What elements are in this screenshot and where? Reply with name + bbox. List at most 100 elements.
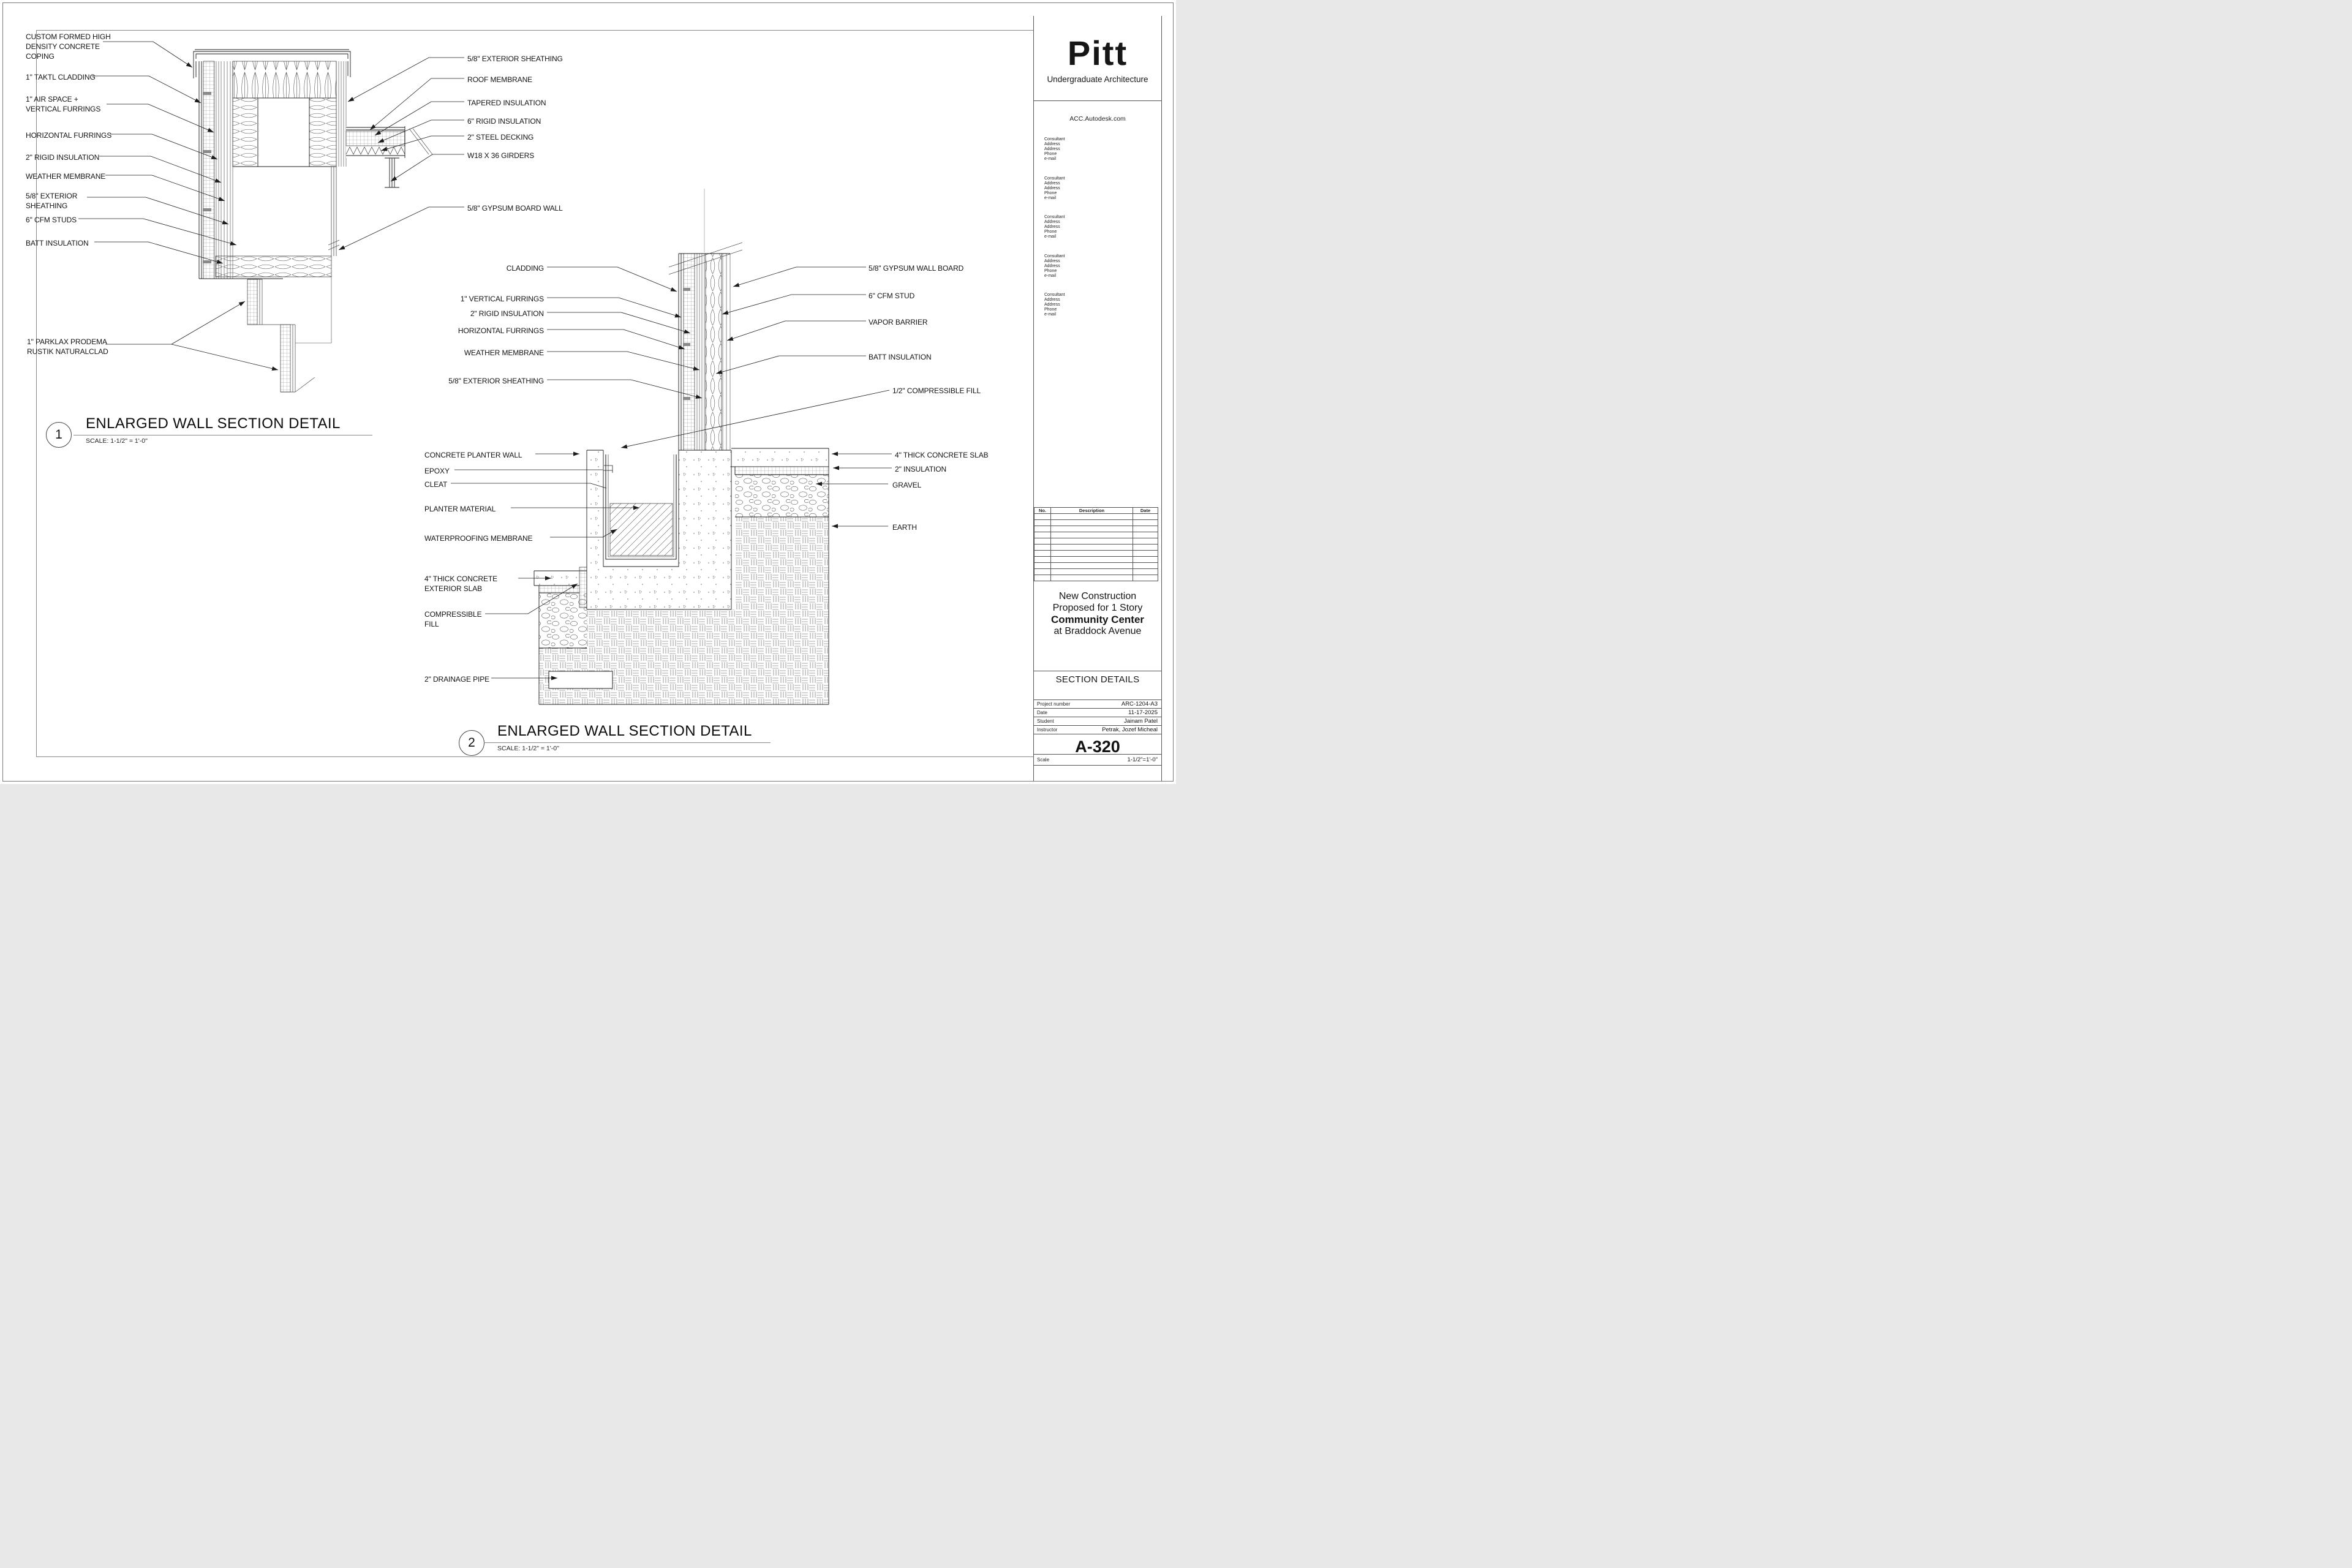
annotation-vert-furrings: 1" VERTICAL FURRINGS: [460, 295, 544, 303]
annotation-cleat: CLEAT: [424, 480, 448, 489]
annotation-planter-material: PLANTER MATERIAL: [424, 505, 496, 513]
detail-2-scale: SCALE: 1-1/2" = 1'-0": [497, 745, 559, 752]
revision-col-no: No.: [1034, 507, 1051, 514]
annotation-steel-decking: 2" STEEL DECKING: [467, 133, 534, 141]
field-date: Date 11-17-2025: [1034, 708, 1161, 717]
revision-col-desc: Description: [1050, 507, 1133, 514]
annotation-rigid-insul-6: 6" RIGID INSULATION: [467, 117, 541, 126]
revision-row-empty: [1034, 556, 1158, 563]
annotation-coping: CUSTOM FORMED HIGH DENSITY CONCRETE COPI…: [26, 32, 111, 61]
annotation-gypsum-board-2: 5/8" GYPSUM WALL BOARD: [869, 264, 964, 273]
revision-row-empty: [1034, 532, 1158, 538]
field-value: ARC-1204-A3: [1121, 701, 1158, 707]
consultant-block: Consultant Address Address Phone e-mail: [1044, 215, 1065, 239]
annotation-roof-sheathing: 5/8" EXTERIOR SHEATHING: [467, 55, 563, 63]
annotation-concrete-slab: 4" THICK CONCRETE SLAB: [895, 451, 989, 459]
sheet-title: SECTION DETAILS: [1055, 674, 1140, 685]
revision-table: No. Description Date: [1034, 507, 1158, 581]
annotation-rigid-insul-2: 2" RIGID INSULATION: [470, 309, 544, 318]
annotation-epoxy: EPOXY: [424, 467, 450, 475]
annotation-gravel: GRAVEL: [892, 481, 922, 489]
field-label: Project number: [1037, 701, 1071, 707]
annotation-insulation-2: 2" INSULATION: [895, 465, 947, 473]
field-value: Petrak, Jozef Micheal: [1102, 726, 1158, 733]
detail-1-title: ENLARGED WALL SECTION DETAIL: [86, 415, 341, 432]
revision-row-empty: [1034, 575, 1158, 581]
consultant-block: Consultant Address Address Phone e-mail: [1044, 293, 1065, 317]
drawing-area-border: [36, 30, 1035, 757]
field-label: Date: [1037, 710, 1047, 715]
annotation-horiz-furrings-2: HORIZONTAL FURRINGS: [458, 326, 544, 335]
annotation-parklax: 1" PARKLAX PRODEMA RUSTIK NATURALCLAD: [27, 337, 108, 356]
revision-row-empty: [1034, 544, 1158, 551]
annotation-rigid-insulation: 2" RIGID INSULATION: [26, 153, 100, 162]
annotation-half-comp-fill: 1/2" COMPRESSIBLE FILL: [892, 386, 981, 395]
firm-website: ACC.Autodesk.com: [1069, 115, 1126, 123]
project-title-line: New Construction: [1058, 591, 1137, 601]
sheet-number: A-320: [1075, 737, 1120, 756]
field-value: 1-1/2"=1'-0": [1127, 756, 1158, 763]
project-title-line: Proposed for 1 Story: [1052, 603, 1143, 613]
revision-row-empty: [1034, 568, 1158, 575]
revision-row-empty: [1034, 550, 1158, 557]
annotation-weather-membrane-2: WEATHER MEMBRANE: [464, 349, 544, 357]
annotation-weather-membrane: WEATHER MEMBRANE: [26, 172, 106, 181]
annotation-gypsum-wall: 5/8" GYPSUM BOARD WALL: [467, 204, 563, 213]
field-value: Jainam Patel: [1124, 718, 1158, 725]
project-title: New Construction Proposed for 1 Story Co…: [1034, 590, 1161, 637]
titleblock-divider: [1034, 699, 1161, 700]
field-label: Instructor: [1037, 727, 1058, 733]
titleblock-divider: [1034, 754, 1161, 755]
annotation-exterior-slab: 4" THICK CONCRETE EXTERIOR SLAB: [424, 575, 498, 593]
field-student: Student Jainam Patel: [1034, 717, 1161, 725]
field-instructor: Instructor Petrak, Jozef Micheal: [1034, 725, 1161, 734]
field-value: 11-17-2025: [1128, 709, 1158, 716]
detail-1-scale: SCALE: 1-1/2" = 1'-0": [86, 437, 148, 445]
detail-number-bubble: 1: [46, 422, 72, 448]
annotation-cfm-stud-2: 6" CFM STUD: [869, 292, 915, 300]
title-block: Pitt Undergraduate Architecture ACC.Auto…: [1033, 16, 1162, 781]
annotation-compressible-fill: COMPRESSIBLE FILL: [424, 610, 482, 628]
consultant-block: Consultant Address Address Phone e-mail: [1044, 176, 1065, 200]
revision-row-empty: [1034, 513, 1158, 520]
annotation-drainage-pipe: 2" DRAINAGE PIPE: [424, 675, 490, 684]
detail-number-bubble: 2: [459, 730, 484, 756]
annotation-ext-sheathing: 5/8" EXTERIOR SHEATHING: [26, 192, 78, 210]
project-title-line: at Braddock Avenue: [1054, 626, 1142, 636]
field-scale: Scale 1-1/2"=1'-0": [1034, 754, 1161, 765]
annotation-vapor-barrier: VAPOR BARRIER: [869, 318, 928, 326]
titleblock-divider: [1034, 100, 1161, 101]
annotation-waterproofing: WATERPROOFING MEMBRANE: [424, 534, 533, 543]
annotation-horiz-furrings: HORIZONTAL FURRINGS: [26, 131, 112, 140]
firm-subtitle: Undergraduate Architecture: [1047, 75, 1148, 84]
annotation-ext-sheathing-2: 5/8" EXTERIOR SHEATHING: [448, 377, 544, 385]
sheet-border: [2, 2, 1174, 782]
titleblock-divider: [1034, 765, 1161, 766]
annotation-planter-wall: CONCRETE PLANTER WALL: [424, 451, 522, 459]
detail-number: 1: [55, 428, 62, 442]
titleblock-divider: [1034, 725, 1161, 726]
drawing-sheet: CUSTOM FORMED HIGH DENSITY CONCRETE COPI…: [0, 0, 1176, 784]
detail-number: 2: [468, 736, 475, 750]
annotation-batt-insulation: BATT INSULATION: [26, 239, 89, 247]
annotation-batt-insulation-2: BATT INSULATION: [869, 353, 932, 361]
annotation-earth: EARTH: [892, 523, 917, 532]
annotation-cladding: CLADDING: [506, 264, 544, 273]
annotation-taktl-cladding: 1" TAKTL CLADDING: [26, 73, 96, 81]
titleblock-divider: [1034, 708, 1161, 709]
revision-row-empty: [1034, 538, 1158, 545]
annotation-girders: W18 X 36 GIRDERS: [467, 151, 535, 160]
field-label: Scale: [1037, 757, 1050, 763]
revision-row-empty: [1034, 562, 1158, 569]
detail-2-title-rule: [484, 742, 771, 743]
revision-row-empty: [1034, 526, 1158, 532]
annotation-roof-membrane: ROOF MEMBRANE: [467, 75, 533, 84]
field-project-number: Project number ARC-1204-A3: [1034, 699, 1161, 708]
firm-logo: Pitt: [1067, 34, 1128, 72]
consultant-block: Consultant Address Address Phone e-mail: [1044, 254, 1065, 278]
annotation-air-space: 1" AIR SPACE + VERTICAL FURRINGS: [26, 95, 101, 113]
consultant-block: Consultant Address Address Phone e-mail: [1044, 137, 1065, 161]
project-title-line-bold: Community Center: [1050, 614, 1145, 625]
revision-row-empty: [1034, 519, 1158, 526]
detail-2-title: ENLARGED WALL SECTION DETAIL: [497, 723, 752, 739]
